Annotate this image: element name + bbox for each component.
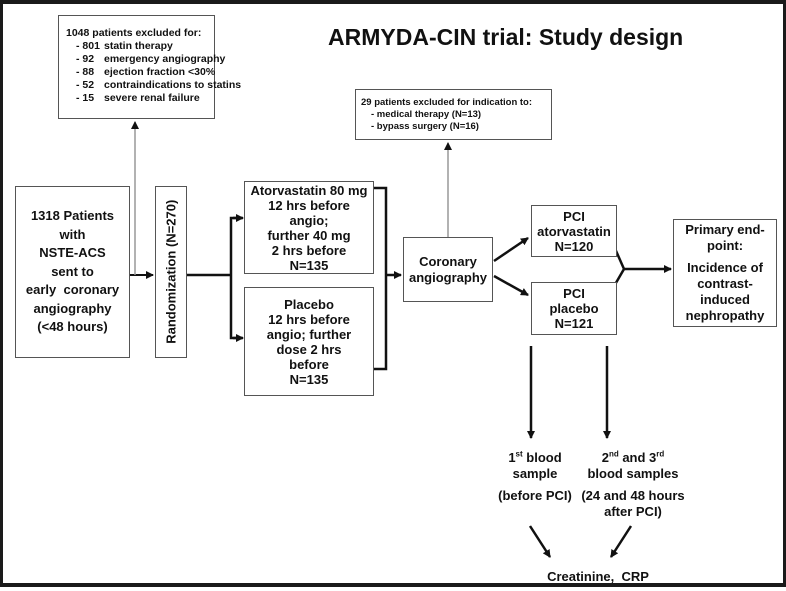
blood-sample-2-timing: (24 and 48 hours [581,488,685,503]
patients-line: with [59,226,86,242]
pci-placebo-box: PCI placebo N=121 [531,282,617,335]
bracket-merge-arms [374,186,388,371]
placebo-line: dose 2 hrs [276,341,342,357]
atorvastatin-line: further 40 mg [267,227,351,243]
indication-exclusion-box: 29 patients excluded for indication to: … [355,89,552,140]
patients-line: angiography [33,300,112,316]
endpoint-heading-line: point: [706,238,744,253]
pci-atorvastatin-box: PCI atorvastatin N=120 [531,205,617,257]
primary-endpoint-box: Primary end- point: Incidence of contras… [673,219,777,327]
arrow-to-pci-atorvastatin [493,236,529,263]
placebo-line: N=135 [289,371,329,387]
arrow-sample1-to-outcome [528,525,552,558]
placebo-line: before [289,356,329,372]
coronary-angiography-box: Coronary angiography [403,237,493,302]
atorvastatin-line: N=135 [289,257,329,273]
placebo-line: angio; further [266,326,352,342]
atorvastatin-line: 2 hrs before [271,242,347,258]
patients-box: 1318 Patients with NSTE-ACS sent to earl… [15,186,130,358]
endpoint-line: nephropathy [685,308,765,323]
indication-exclusion-heading: 29 patients excluded for indication to: [361,97,533,108]
patients-line: early coronary [25,282,120,298]
exclusion-heading: 1048 patients excluded for: [66,27,202,39]
blood-sample-2-line2: blood samples [587,466,679,481]
atorvastatin-line: Atorvastatin 80 mg [250,182,368,198]
indication-exclusion-item: - medical therapy (N=13) [371,109,482,120]
blood-sample-1-timing: (before PCI) [498,488,572,503]
blood-sample-2-title: 2nd and 3rd [601,449,665,465]
outcome-label: Creatinine, CRP [533,569,663,585]
placebo-line: 12 hrs before [268,311,350,327]
patients-line: 1318 Patients [30,208,115,224]
pci-placebo-line: PCI [563,286,585,301]
pci-atorvastatin-line: atorvastatin [537,223,611,239]
randomization-label: Randomization (N=270) [163,199,179,345]
bracket-split-arms [229,216,242,340]
blood-sample-1-line2: sample [512,466,558,481]
atorvastatin-arm-box: Atorvastatin 80 mg 12 hrs before angio; … [244,181,374,274]
blood-sample-1-label: 1st blood sample (before PCI) [483,450,587,504]
coronary-line: angiography [408,269,487,285]
pci-atorvastatin-line: PCI [563,208,585,224]
coronary-line: Coronary [419,253,477,269]
atorvastatin-line: 12 hrs before [268,197,350,213]
patients-line: (<48 hours) [37,319,108,335]
blood-sample-2-timing: after PCI) [604,504,662,519]
arrow-sample2-to-outcome [609,525,633,558]
endpoint-line: induced [700,292,750,307]
patients-line: sent to [51,263,94,279]
randomization-box: Randomization (N=270) [155,186,187,358]
endpoint-line: contrast- [697,276,753,291]
pci-atorvastatin-line: N=120 [554,238,594,254]
blood-sample-1-title: 1st blood [508,449,562,465]
atorvastatin-line: angio; [289,212,329,228]
endpoint-heading-line: Primary end- [685,222,765,237]
diagram-title: ARMYDA-CIN trial: Study design [328,24,684,50]
pci-placebo-line: N=121 [554,316,594,331]
patients-line: NSTE-ACS [39,245,106,261]
pci-placebo-line: placebo [549,301,599,316]
endpoint-line: Incidence of [687,260,763,275]
outcome-text: Creatinine, CRP [547,569,649,584]
indication-exclusion-item: - bypass surgery (N=16) [371,121,479,132]
blood-sample-2-label: 2nd and 3rd blood samples (24 and 48 hou… [578,450,688,520]
arrow-to-pci-placebo [493,274,529,297]
placebo-arm-box: Placebo 12 hrs before angio; further dos… [244,287,374,396]
placebo-line: Placebo [284,296,334,312]
